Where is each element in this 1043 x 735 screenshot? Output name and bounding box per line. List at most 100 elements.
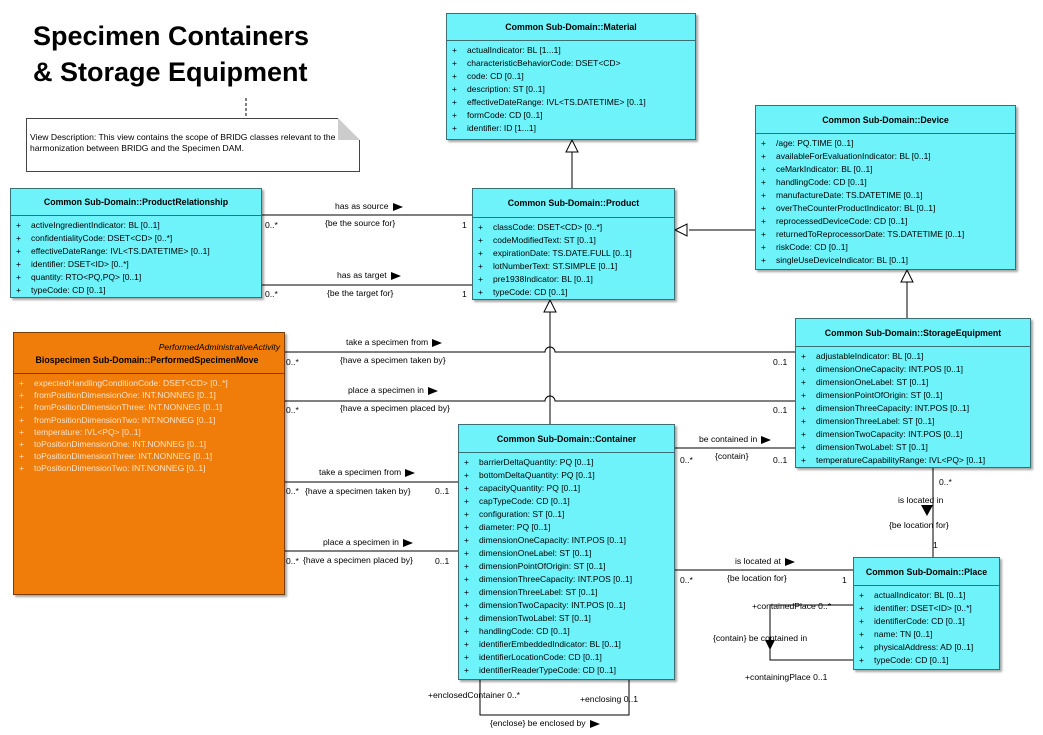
class-attribute: dimensionPointOfOrigin: ST [0..1] bbox=[796, 389, 1030, 402]
page-title: Specimen Containers & Storage Equipment bbox=[33, 18, 309, 90]
assoc-role-have-placed-by: {have a specimen placed by} bbox=[340, 403, 450, 413]
multiplicity: 0..1 bbox=[435, 556, 450, 566]
class-attribute: fromPositionDimensionTwo: INT.NONNEG [0.… bbox=[14, 414, 284, 426]
direction-arrow-icon bbox=[390, 271, 401, 280]
class-device[interactable]: Common Sub-Domain::Device /age: PQ.TIME … bbox=[755, 105, 1016, 270]
class-header: Common Sub-Domain::Material bbox=[447, 14, 695, 41]
class-storage-equipment[interactable]: Common Sub-Domain::StorageEquipment adju… bbox=[795, 318, 1031, 468]
class-attribute: actualIndicator: BL [1...1] bbox=[447, 44, 695, 57]
attribute-list: actualIndicator: BL [0..1]identifier: DS… bbox=[854, 586, 999, 667]
class-container[interactable]: Common Sub-Domain::Container barrierDelt… bbox=[458, 424, 675, 680]
attribute-list: expectedHandlingConditionCode: DSET<CD> … bbox=[14, 374, 284, 475]
class-attribute: code: CD [0..1] bbox=[447, 70, 695, 83]
class-attribute: codeModifiedText: ST [0..1] bbox=[473, 234, 674, 247]
class-attribute: identifierLocationCode: CD [0..1] bbox=[459, 651, 674, 664]
class-attribute: fromPositionDimensionThree: INT.NONNEG [… bbox=[14, 401, 284, 413]
direction-arrow-icon bbox=[402, 538, 413, 547]
class-performed-specimen-move[interactable]: PerformedAdministrativeActivity Biospeci… bbox=[13, 332, 285, 595]
class-attribute: lotNumberText: ST.SIMPLE [0..1] bbox=[473, 260, 674, 273]
class-header: Common Sub-Domain::Place bbox=[854, 558, 999, 586]
class-attribute: dimensionTwoLabel: ST [0..1] bbox=[796, 441, 1030, 454]
class-attribute: returnedToReprocessorDate: TS.DATETIME [… bbox=[756, 228, 1015, 241]
class-attribute: effectiveDateRange: IVL<TS.DATETIME> [0.… bbox=[11, 245, 261, 258]
class-attribute: name: TN [0..1] bbox=[854, 628, 999, 641]
assoc-label-take-from: take a specimen from bbox=[346, 337, 443, 348]
class-attribute: availableForEvaluationIndicator: BL [0..… bbox=[756, 150, 1015, 163]
assoc-label-is-located-at: is located at bbox=[735, 556, 795, 567]
class-attribute: adjustableIndicator: BL [0..1] bbox=[796, 350, 1030, 363]
class-attribute: ceMarkIndicator: BL [0..1] bbox=[756, 163, 1015, 176]
attribute-list: actualIndicator: BL [1...1]characteristi… bbox=[447, 41, 695, 135]
class-attribute: toPositionDimensionThree: INT.NONNEG [0.… bbox=[14, 450, 284, 462]
direction-arrow-icon bbox=[405, 468, 416, 477]
class-attribute: diameter: PQ [0..1] bbox=[459, 521, 674, 534]
class-place[interactable]: Common Sub-Domain::Place actualIndicator… bbox=[853, 557, 1000, 670]
class-attribute: toPositionDimensionTwo: INT.NONNEG [0..1… bbox=[14, 462, 284, 474]
class-attribute: identifier: DSET<ID> [0..*] bbox=[854, 602, 999, 615]
class-product[interactable]: Common Sub-Domain::Product classCode: DS… bbox=[472, 188, 675, 300]
class-attribute: singleUseDeviceIndicator: BL [0..1] bbox=[756, 254, 1015, 267]
class-attribute: confidentialityCode: DSET<CD> [0..*] bbox=[11, 232, 261, 245]
note-text: View Description: This view contains the… bbox=[30, 132, 336, 153]
direction-arrow-icon bbox=[427, 386, 438, 395]
class-attribute: temperatureCapabilityRange: IVL<PQ> [0..… bbox=[796, 454, 1030, 467]
class-header: Common Sub-Domain::Container bbox=[459, 425, 674, 453]
class-attribute: temperature: IVL<PQ> [0..1] bbox=[14, 426, 284, 438]
class-attribute: riskCode: CD [0..1] bbox=[756, 241, 1015, 254]
direction-arrow-icon bbox=[432, 338, 443, 347]
assoc-role-contain: {contain} bbox=[715, 451, 749, 461]
multiplicity: 1 bbox=[462, 220, 467, 230]
multiplicity: 0..* bbox=[680, 575, 693, 585]
title-line-1: Specimen Containers bbox=[33, 21, 310, 51]
direction-arrow-icon bbox=[589, 719, 600, 728]
class-attribute: dimensionThreeCapacity: INT.POS [0..1] bbox=[459, 573, 674, 586]
multiplicity: 1 bbox=[842, 575, 847, 585]
class-attribute: handlingCode: CD [0..1] bbox=[459, 625, 674, 638]
class-attribute: formCode: CD [0..1] bbox=[447, 109, 695, 122]
class-attribute: typeCode: CD [0..1] bbox=[473, 286, 674, 299]
assoc-role-have-taken-by: {have a specimen taken by} bbox=[340, 355, 446, 365]
attribute-list: activeIngredientIndicator: BL [0..1]conf… bbox=[11, 216, 261, 297]
class-attribute: typeCode: CD [0..1] bbox=[854, 654, 999, 667]
class-attribute: expirationDate: TS.DATE.FULL [0..1] bbox=[473, 247, 674, 260]
class-attribute: bottomDeltaQuantity: PQ [0..1] bbox=[459, 469, 674, 482]
assoc-role-be-target-for: {be the target for} bbox=[327, 288, 394, 298]
note-fold bbox=[338, 118, 360, 140]
assoc-label-has-target: has as target bbox=[337, 270, 401, 281]
assoc-label-contain-be-contained-in: {contain} be contained in bbox=[713, 633, 808, 643]
direction-arrow-icon bbox=[392, 202, 403, 211]
class-attribute: dimensionTwoCapacity: INT.POS [0..1] bbox=[459, 599, 674, 612]
multiplicity: 0..* bbox=[286, 556, 299, 566]
class-attribute: effectiveDateRange: IVL<TS.DATETIME> [0.… bbox=[447, 96, 695, 109]
generalization-arrow bbox=[900, 268, 914, 283]
assoc-label-take-from-container: take a specimen from bbox=[319, 467, 416, 478]
assoc-role-be-source-for: {be the source for} bbox=[325, 218, 396, 228]
assoc-label-is-located-in: is located in bbox=[898, 495, 944, 505]
class-header: Common Sub-Domain::ProductRelationship bbox=[11, 189, 261, 216]
class-attribute: dimensionPointOfOrigin: ST [0..1] bbox=[459, 560, 674, 573]
class-attribute: physicalAddress: AD [0..1] bbox=[854, 641, 999, 654]
class-attribute: identifierEmbeddedIndicator: BL [0..1] bbox=[459, 638, 674, 651]
class-attribute: toPositionDimensionOne: INT.NONNEG [0..1… bbox=[14, 438, 284, 450]
class-attribute: dimensionOneLabel: ST [0..1] bbox=[459, 547, 674, 560]
class-attribute: configuration: ST [0..1] bbox=[459, 508, 674, 521]
multiplicity: 1 bbox=[462, 289, 467, 299]
class-attribute: overTheCounterProductIndicator: BL [0..1… bbox=[756, 202, 1015, 215]
class-material[interactable]: Common Sub-Domain::Material actualIndica… bbox=[446, 13, 696, 140]
class-attribute: dimensionThreeCapacity: INT.POS [0..1] bbox=[796, 402, 1030, 415]
class-attribute: identifier: DSET<ID> [0..*] bbox=[11, 258, 261, 271]
class-attribute: activeIngredientIndicator: BL [0..1] bbox=[11, 219, 261, 232]
role-contained-place: +containedPlace 0..* bbox=[752, 601, 832, 611]
assoc-label-be-contained-in: be contained in bbox=[699, 434, 772, 445]
direction-arrow-icon bbox=[761, 435, 772, 444]
class-product-relationship[interactable]: Common Sub-Domain::ProductRelationship a… bbox=[10, 188, 262, 298]
title-line-2: & Storage Equipment bbox=[33, 57, 308, 87]
class-attribute: typeCode: CD [0..1] bbox=[11, 284, 261, 297]
stereotype-label: PerformedAdministrativeActivity bbox=[158, 341, 280, 352]
assoc-role-have-taken-by-container: {have a specimen taken by} bbox=[305, 486, 411, 496]
role-containing-place: +containingPlace 0..1 bbox=[745, 672, 828, 682]
class-attribute: handlingCode: CD [0..1] bbox=[756, 176, 1015, 189]
multiplicity: 0..* bbox=[265, 289, 278, 299]
class-attribute: dimensionThreeLabel: ST [0..1] bbox=[459, 586, 674, 599]
class-attribute: identifierCode: CD [0..1] bbox=[854, 615, 999, 628]
